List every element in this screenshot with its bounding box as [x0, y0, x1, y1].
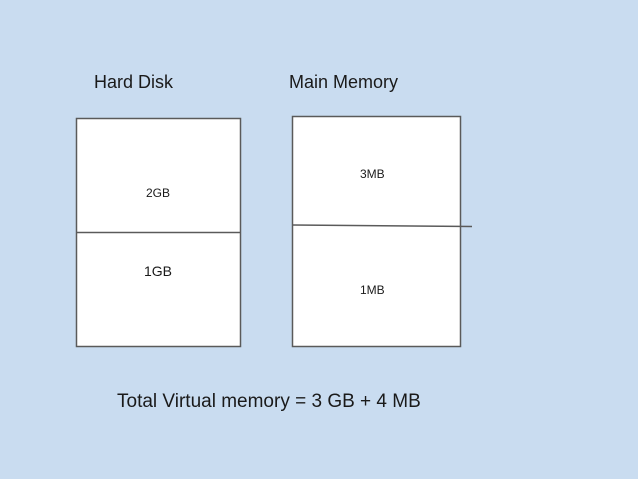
main-memory-bottom-segment-label: 1MB — [360, 283, 385, 297]
total-virtual-memory-text: Total Virtual memory = 3 GB + 4 MB — [117, 391, 421, 412]
main-memory-top-segment-label: 3MB — [360, 167, 385, 181]
main-memory-divider — [292, 224, 473, 228]
hard-disk-top-segment-label: 2GB — [146, 186, 171, 200]
main-memory-box — [291, 115, 462, 348]
hard-disk-bottom-segment-label: 1GB — [144, 263, 173, 279]
main-memory-title: Main Memory — [289, 72, 399, 92]
hard-disk-title: Hard Disk — [94, 72, 174, 92]
